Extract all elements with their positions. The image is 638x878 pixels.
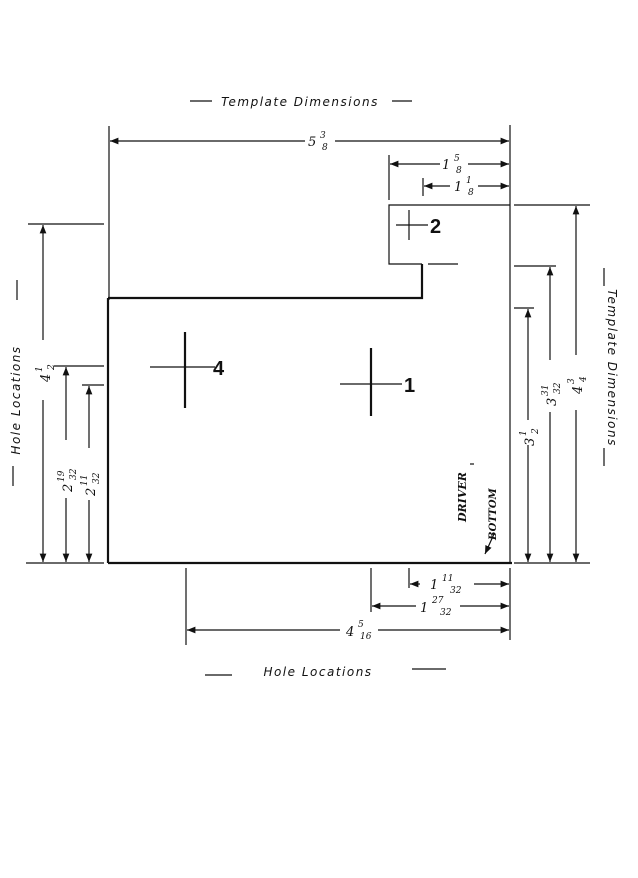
dim-right-inner-den: 2 [531,428,541,435]
dim-left-inner-num: 11 [80,475,90,486]
dim-notch-outer: 1 5 8 [388,154,509,200]
dim-bottom-short: 1 11 32 [410,574,509,596]
dim-right-mid-num: 31 [541,385,551,396]
dim-bottom-long-den: 16 [360,632,372,642]
driver-note: DRIVER BOTTOM [456,463,499,555]
hole-2-label: 2 [430,216,441,238]
dim-right-mid: 3 31 32 [541,267,563,562]
dim-overall-width: 5 3 8 [110,131,509,153]
dim-bottom-mid-whole: 1 [420,601,428,616]
dim-right-inner-num: 1 [519,430,529,436]
dim-notch-outer-whole: 1 [442,158,450,173]
dim-bottom-long-num: 5 [358,620,364,630]
dim-left-inner: 2 11 32 [80,386,102,562]
dim-left-outer: 4 1 2 [35,225,57,562]
dim-bottom-short-num: 11 [442,574,453,584]
hole-1-label: 1 [404,375,415,397]
dim-notch-inner-den: 8 [468,188,474,198]
dim-left-outer-num: 1 [35,366,45,372]
dim-right-inner-whole: 3 [523,438,538,446]
dim-bottom-long: 4 5 16 [187,620,509,642]
dim-bottom-short-whole: 1 [430,578,438,593]
dim-left-inner-den: 32 [92,472,102,484]
dim-notch-outer-den: 8 [456,166,462,176]
hole-2: 2 [396,210,441,240]
dim-overall-width-den: 8 [322,143,328,153]
dim-overall-width-whole: 5 [308,135,316,150]
dim-right-mid-whole: 3 [545,398,560,406]
dim-left-outer-whole: 4 [39,374,54,383]
dim-bottom-long-whole: 4 [345,625,354,640]
title-bottom: Hole Locations [205,665,446,679]
dim-left-mid-den: 32 [69,468,79,480]
dim-right-inner: 3 1 2 [514,307,541,562]
driver-label: DRIVER [456,472,469,523]
dim-notch-inner: 1 1 8 [422,176,509,198]
template-dimensions-right-label: Template Dimensions [605,289,619,447]
dim-notch-inner-num: 1 [466,176,472,186]
bottom-label: BOTTOM [488,487,499,541]
dim-right-outer-num: 3 [567,378,577,384]
hole-4: 4 [150,332,225,408]
dim-left-mid-num: 19 [57,470,67,482]
dim-right-outer-whole: 4 [571,386,586,395]
title-top: Template Dimensions [190,95,412,109]
dim-right-outer-den: 4 [579,376,589,383]
dim-right-mid-den: 32 [553,382,563,394]
dim-notch-inner-whole: 1 [454,180,462,195]
hole-1: 1 [340,348,415,416]
dim-notch-outer-num: 5 [454,154,460,164]
hole-locations-left-label: Hole Locations [9,345,23,454]
hole-4-label: 4 [213,358,225,380]
dim-overall-width-num: 3 [320,131,326,141]
dim-left-inner-whole: 2 [84,488,99,497]
dim-bottom-mid-num: 27 [431,596,444,606]
dim-right-outer: 4 3 4 [567,206,589,562]
template-dimensions-top-label: Template Dimensions [221,95,379,109]
template-outline [106,125,512,565]
dim-bottom-mid-den: 32 [440,608,452,618]
title-right: Template Dimensions [603,268,619,466]
dim-left-mid: 2 19 32 [57,367,79,562]
dim-bottom-short-den: 32 [450,586,462,596]
title-left: Hole Locations [9,280,23,486]
dim-left-outer-den: 2 [47,364,57,371]
dim-left-mid-whole: 2 [61,484,76,493]
dim-bottom-mid: 1 27 32 [372,596,509,618]
hole-locations-bottom-label: Hole Locations [263,665,372,679]
